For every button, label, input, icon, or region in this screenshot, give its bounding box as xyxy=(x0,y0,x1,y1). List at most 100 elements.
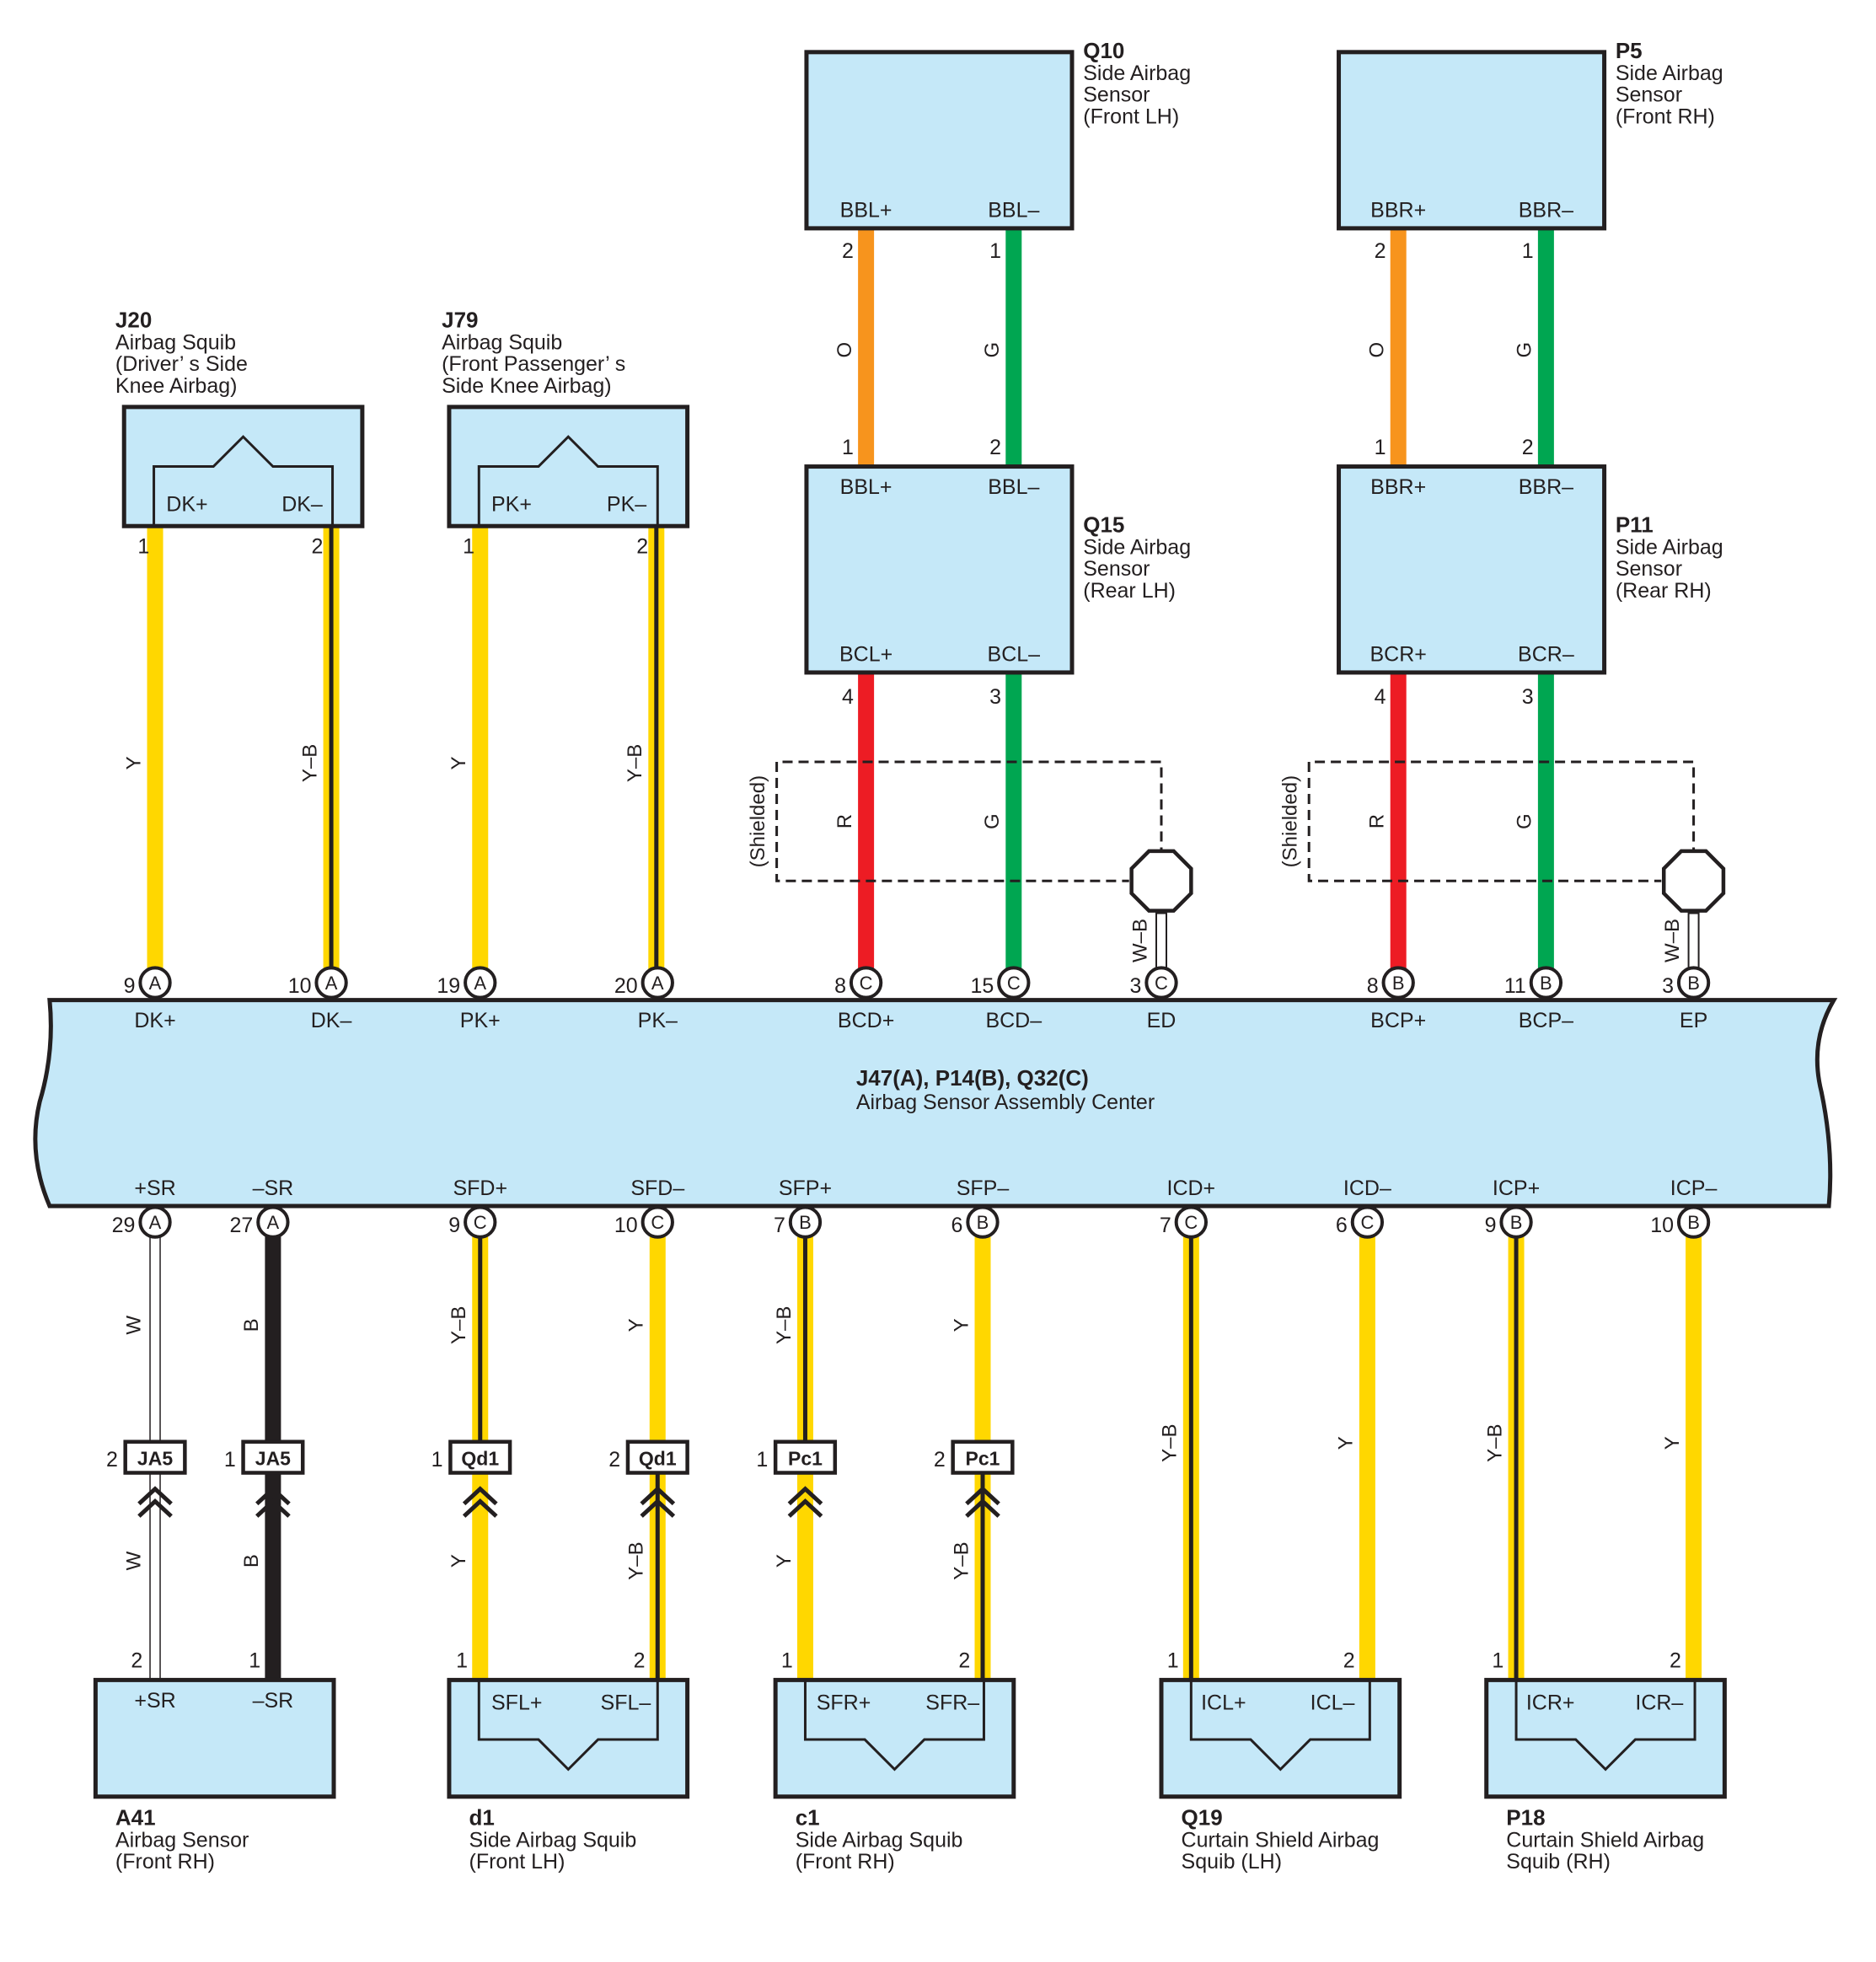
terminal-name: +SR xyxy=(134,1177,175,1200)
wire-color-label: Y–B xyxy=(624,744,646,782)
terminal-name: ICD– xyxy=(1343,1177,1391,1200)
junction-label: Qd1 xyxy=(461,1448,499,1470)
pin-number: 1 xyxy=(781,1649,793,1673)
junction-label: JA5 xyxy=(255,1448,291,1470)
pin-number: 8 xyxy=(1367,974,1379,998)
terminal-circle xyxy=(1174,1205,1209,1239)
shield-label: (Shielded) xyxy=(1278,775,1301,867)
pin-number: 10 xyxy=(1650,1214,1674,1237)
wire-color-label: R xyxy=(833,814,856,828)
squib-symbol xyxy=(153,435,335,527)
terminal-letter: C xyxy=(1155,973,1168,994)
pin-number: 3 xyxy=(989,685,1001,709)
connector-A41 xyxy=(93,1677,336,1799)
center-bottom-terminal: B xyxy=(1676,1205,1711,1239)
chevron-icon xyxy=(255,1486,291,1506)
pin-number: 19 xyxy=(437,974,460,998)
terminal-label: BBL– xyxy=(988,199,1039,222)
terminal-name: PK+ xyxy=(460,1009,501,1032)
chevron-icon xyxy=(965,1486,1000,1506)
connector-description: Airbag Sensor xyxy=(115,1828,249,1852)
connector-id: P18 xyxy=(1506,1805,1545,1831)
center-top-terminal: B xyxy=(1529,966,1563,1000)
center-bottom-terminal: B xyxy=(966,1205,1000,1239)
center-bottom-terminal: C xyxy=(641,1205,674,1239)
wire-color-label: G xyxy=(1514,813,1536,829)
terminal-label: BBR– xyxy=(1519,475,1573,499)
connector-description: Side Knee Airbag) xyxy=(442,374,612,398)
pin-number: 4 xyxy=(842,685,854,709)
chevron-icon xyxy=(965,1498,1000,1518)
junction-label: Pc1 xyxy=(788,1448,823,1470)
pin-number: 1 xyxy=(224,1448,236,1472)
wire-color-label: G xyxy=(981,342,1004,358)
connector-description: Side Airbag Squib xyxy=(469,1828,637,1852)
terminal-label: ICL– xyxy=(1311,1691,1355,1715)
terminal-name: PK– xyxy=(638,1009,678,1032)
terminal-circle xyxy=(1676,966,1711,1000)
pin-number: 1 xyxy=(1375,436,1386,459)
terminal-label: +SR xyxy=(134,1689,175,1713)
connector-description: (Rear RH) xyxy=(1616,579,1712,603)
terminal-name: ED xyxy=(1147,1009,1177,1032)
squib-symbol xyxy=(477,435,659,527)
connector-description: Sensor xyxy=(1616,83,1682,107)
pin-number: 2 xyxy=(934,1448,946,1472)
wire-white xyxy=(149,1221,161,1443)
connector-Q10 xyxy=(804,50,1075,231)
connector-id: d1 xyxy=(469,1805,495,1831)
pin-number: 2 xyxy=(1375,239,1386,263)
terminal-label: BBL+ xyxy=(840,475,892,499)
terminal-letter: A xyxy=(651,973,664,994)
connector-id: Q19 xyxy=(1182,1805,1223,1831)
terminal-letter: A xyxy=(474,973,486,994)
wire-color-label: Y xyxy=(122,756,145,769)
terminal-letter: C xyxy=(1007,973,1021,994)
chevron-icon xyxy=(640,1486,676,1506)
pin-number: 6 xyxy=(1336,1214,1348,1237)
terminal-letter: B xyxy=(1392,973,1405,994)
pin-number: 2 xyxy=(1670,1649,1681,1673)
wire-color-label: W–B xyxy=(1661,919,1684,962)
chevron-icon xyxy=(255,1498,291,1518)
pin-number: 1 xyxy=(1492,1649,1503,1673)
terminal-circle xyxy=(997,966,1031,1000)
terminal-letter: B xyxy=(1540,973,1552,994)
wires-layer xyxy=(147,228,1702,1681)
wire-color-label: G xyxy=(1514,342,1536,358)
terminal-circle xyxy=(1144,966,1178,1000)
connector-description: Side Airbag xyxy=(1083,535,1191,559)
terminal-name: –SR xyxy=(253,1177,294,1200)
connector-id: P11 xyxy=(1616,512,1654,538)
terminal-label: BCL+ xyxy=(839,643,892,667)
terminal-circle xyxy=(966,1205,1000,1239)
pin-number: 2 xyxy=(842,239,854,263)
center-top-terminal: C xyxy=(997,966,1031,1000)
pin-number: 20 xyxy=(614,974,638,998)
connector-description: (Front Passenger’ s xyxy=(442,352,625,376)
terminal-label: BBR– xyxy=(1519,199,1573,222)
pin-number: 2 xyxy=(1343,1649,1355,1673)
terminal-letter: B xyxy=(1510,1212,1523,1233)
connector-description: Curtain Shield Airbag xyxy=(1506,1828,1704,1852)
pin-number: 1 xyxy=(463,535,474,559)
connector-description: Side Airbag xyxy=(1616,62,1723,85)
wire-color-label: Y xyxy=(625,1318,648,1332)
terminal-name: SFD+ xyxy=(453,1177,507,1200)
terminal-name: BCD– xyxy=(985,1009,1042,1032)
connector-description: (Front LH) xyxy=(1083,105,1179,128)
terminal-label: PK+ xyxy=(491,493,532,517)
pin-number: 15 xyxy=(970,974,994,998)
terminal-name: DK+ xyxy=(134,1009,175,1032)
terminal-letter: B xyxy=(977,1212,989,1233)
terminal-circle xyxy=(138,966,172,1000)
junction-label: Qd1 xyxy=(639,1448,677,1470)
terminal-circle xyxy=(1499,1205,1533,1239)
pin-number: 10 xyxy=(288,974,312,998)
terminal-circle xyxy=(641,966,674,1000)
